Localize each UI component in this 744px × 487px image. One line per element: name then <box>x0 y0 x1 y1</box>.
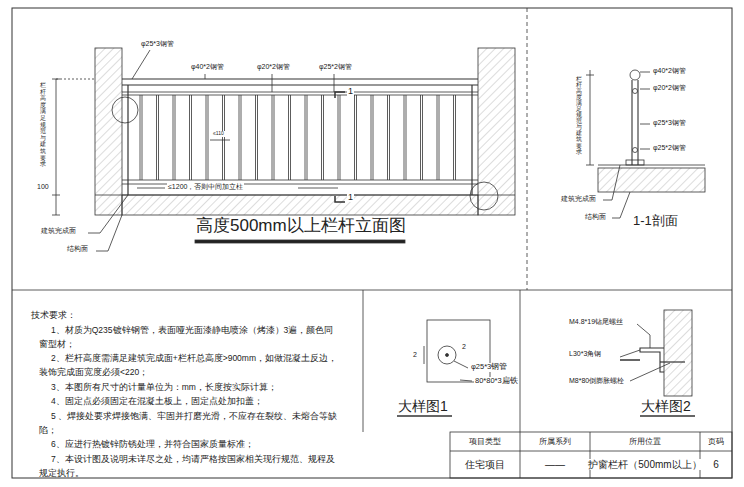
baluster <box>387 95 388 180</box>
dimension: ≤1200，否则中间加立柱 <box>167 183 244 191</box>
table-cell: —— <box>544 459 566 471</box>
section-mark: 1 <box>347 86 354 96</box>
baluster <box>420 95 421 180</box>
surface-label: 建筑完成面 <box>560 195 597 203</box>
pipe-label: φ25*2钢管 <box>652 144 687 152</box>
baluster <box>175 95 176 180</box>
baluster <box>307 95 308 180</box>
note-item: 6、应进行热镀锌防锈处理，并符合国家质量标准； <box>38 437 340 451</box>
baluster <box>255 95 256 180</box>
part-label: M8*80倒膨胀螺栓 <box>568 377 625 385</box>
dimension: 2 <box>461 343 467 351</box>
baluster <box>323 95 324 180</box>
note-item: 5 、焊接处要求焊接饱满、牢固并打磨光滑，不应存在裂纹、未熔合等缺陷； <box>38 409 340 437</box>
note-heading: 技术要求： <box>30 308 332 322</box>
baluster <box>422 95 423 180</box>
baluster <box>206 95 207 180</box>
pipe-label: φ25*3钢管 <box>652 119 687 127</box>
baluster <box>455 95 456 180</box>
baluster <box>189 95 190 180</box>
baluster <box>404 95 405 180</box>
baluster <box>406 95 407 180</box>
pipe-label: φ25*2钢管 <box>318 63 353 71</box>
detail-title: 大样图1 <box>397 398 449 414</box>
baluster <box>453 95 454 180</box>
pipe-label: φ20*2钢管 <box>256 63 291 71</box>
baluster <box>354 95 355 180</box>
detail-title: 大样图2 <box>640 398 692 414</box>
baluster <box>208 95 209 180</box>
table-header: 项目类型 <box>468 437 502 446</box>
height-note: 栏杆高度满足规范与建筑要求 <box>576 76 582 155</box>
view-title: 1-1剖面 <box>632 214 679 229</box>
section-mark: 1 <box>347 192 354 202</box>
table-header: 所属系列 <box>538 437 572 446</box>
baluster <box>142 95 143 180</box>
baluster <box>272 95 273 180</box>
dimension: 2 <box>412 351 418 359</box>
surface-label: 建筑完成面 <box>40 227 77 235</box>
baluster <box>288 95 289 180</box>
table-cell: 护窗栏杆（500mm以上） <box>587 459 702 471</box>
baluster <box>439 95 440 180</box>
baluster <box>340 95 341 180</box>
baluster <box>389 95 390 180</box>
surface-label: 结构面 <box>584 213 607 221</box>
baluster <box>305 95 306 180</box>
baluster <box>373 95 374 180</box>
note-item: 7、本设计图及说明未详尽之处，均请严格按国家相关现行规范、规程及规定执行。 <box>38 452 340 480</box>
part-label: φ25*3钢管 <box>470 363 508 372</box>
baluster <box>290 95 291 180</box>
height-note: 栏杆高度满足规范与建筑要求 <box>40 82 46 168</box>
table-cell: 住宅项目 <box>464 459 506 471</box>
baluster <box>191 95 192 180</box>
part-label: L30*3角钢 <box>568 350 602 358</box>
dimension: ≤110 <box>212 131 225 137</box>
note-item: 2、栏杆高度需满足建筑完成面+栏杆总高度>900mm，如做混凝土反边，装饰完成面… <box>38 351 340 379</box>
baluster <box>274 95 275 180</box>
part-label: 80*80*3扁铁 <box>474 377 519 386</box>
pipe-label: φ40*2钢管 <box>652 67 687 75</box>
dimension: 100 <box>36 183 50 191</box>
baluster <box>224 95 225 180</box>
baluster <box>321 95 322 180</box>
baluster <box>257 95 258 180</box>
note-item: 4、固定点必须固定在混凝土板上，固定点处加扣盖； <box>38 394 340 408</box>
pipe-label: φ20*2钢管 <box>652 84 687 92</box>
baluster <box>173 95 174 180</box>
baluster <box>140 95 141 180</box>
baluster <box>371 95 372 180</box>
baluster <box>158 95 159 180</box>
baluster <box>338 95 339 180</box>
baluster <box>437 95 438 180</box>
view-title: 高度500mm以上栏杆立面图 <box>195 216 407 236</box>
baluster <box>241 95 242 180</box>
surface-label: 结构面 <box>66 245 89 253</box>
table-cell: 6 <box>712 459 720 471</box>
note-item: 1、材质为Q235镀锌钢管，表面哑光面漆静电喷涂（烤漆）3遍，颜色同窗型材； <box>38 323 340 351</box>
baluster <box>156 95 157 180</box>
baluster <box>239 95 240 180</box>
note-item: 3、本图所有尺寸的计量单位为：mm，长度按实际计算； <box>38 380 340 394</box>
pipe-label: φ40*2钢管 <box>190 63 225 71</box>
baluster <box>222 95 223 180</box>
table-header: 所用位置 <box>628 437 662 446</box>
part-label: M4.8*19钻尾螺丝 <box>568 318 624 326</box>
table-header: 页码 <box>707 437 725 446</box>
pipe-label: φ25*3钢管 <box>140 40 175 48</box>
baluster <box>356 95 357 180</box>
